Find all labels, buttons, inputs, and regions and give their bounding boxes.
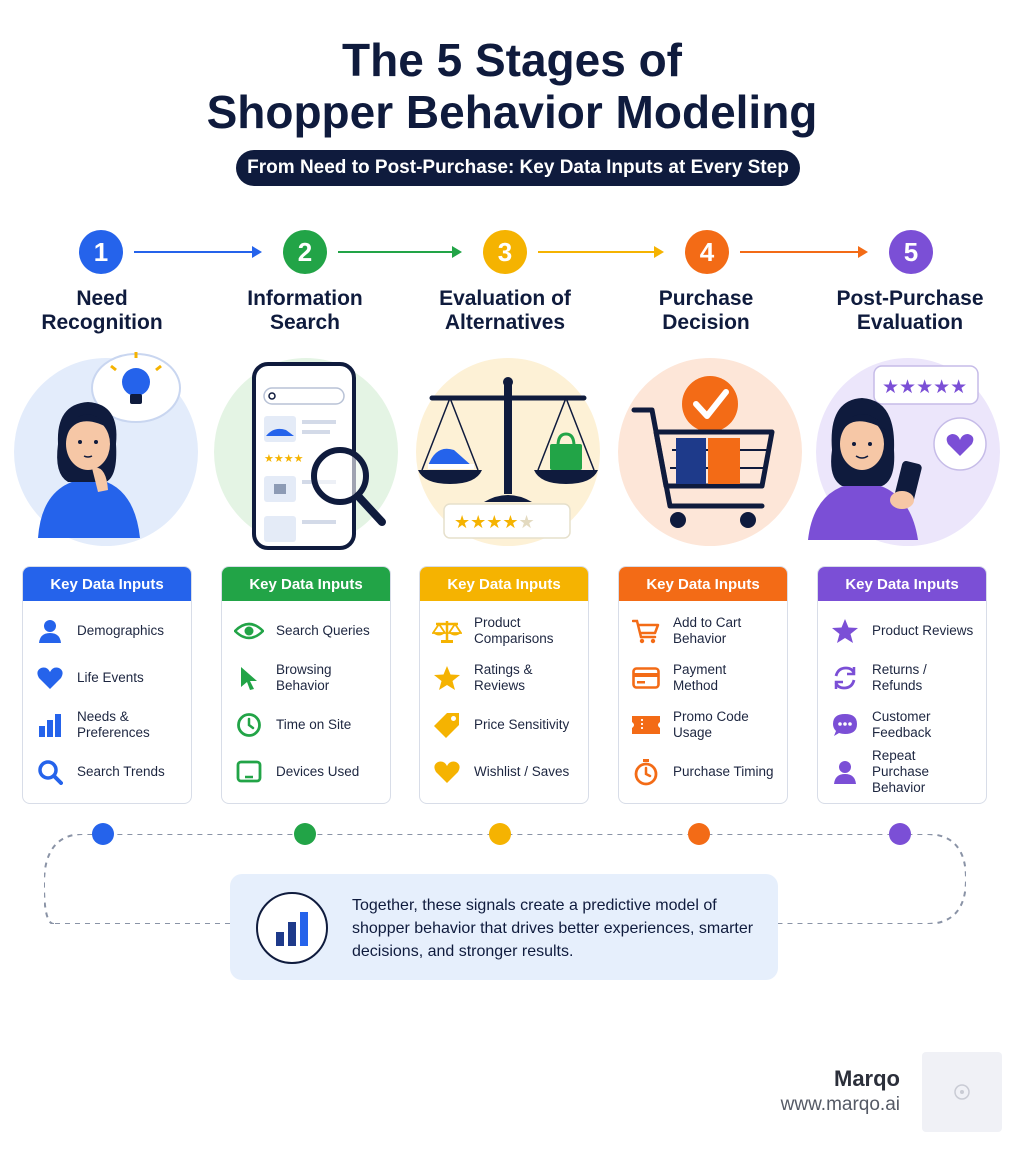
user-icon: [35, 616, 65, 646]
credit-card-icon: [631, 663, 661, 693]
chat-icon: [830, 710, 860, 740]
track-dot-1: [92, 823, 114, 845]
list-item: Time on Site: [234, 701, 378, 748]
list-item: Add to Cart Behavior: [631, 607, 775, 654]
step-number-4: 4: [685, 230, 729, 274]
summary-box: Together, these signals create a predict…: [230, 874, 778, 980]
logo-placeholder: [922, 1052, 1002, 1132]
brand-name: Marqo: [834, 1066, 900, 1091]
stopwatch-icon: [631, 757, 661, 787]
card-evaluation: Key Data Inputs Product Comparisons Rati…: [419, 566, 589, 804]
list-item: Repeat Purchase Behavior: [830, 748, 974, 795]
list-item: Purchase Timing: [631, 748, 775, 795]
brand: Marqo www.marqo.ai: [781, 1066, 900, 1116]
title-line-1: The 5 Stages of: [342, 34, 682, 86]
list-item: Wishlist / Saves: [432, 748, 576, 795]
list-item: Product Reviews: [830, 607, 974, 654]
card-post-purchase: Key Data Inputs Product Reviews Returns …: [817, 566, 987, 804]
star-icon: [830, 616, 860, 646]
illustration-need-recognition: [8, 340, 208, 550]
summary-text: Together, these signals create a predict…: [352, 897, 754, 960]
arrow-3-to-4: [538, 246, 664, 258]
step-number-5: 5: [889, 230, 933, 274]
cart-icon: [631, 616, 661, 646]
brand-url: www.marqo.ai: [780, 1094, 900, 1115]
title-line-2: Shopper Behavior Modeling: [206, 86, 818, 138]
clock-icon: [234, 710, 264, 740]
card-information-search: Key Data Inputs Search Queries Browsing …: [221, 566, 391, 804]
illustration-purchase-decision: [612, 340, 812, 550]
card-title: Key Data Inputs: [222, 567, 390, 601]
heart-icon: [35, 663, 65, 693]
card-title: Key Data Inputs: [619, 567, 787, 601]
illustration-evaluation: ★★★★★: [410, 340, 610, 550]
card-purchase-decision: Key Data Inputs Add to Cart Behavior Pay…: [618, 566, 788, 804]
list-item: Ratings & Reviews: [432, 654, 576, 701]
list-item: Needs & Preferences: [35, 701, 179, 748]
list-item: Devices Used: [234, 748, 378, 795]
list-item: Life Events: [35, 654, 179, 701]
arrow-1-to-2: [134, 246, 262, 258]
list-item: Returns / Refunds: [830, 654, 974, 701]
lightbulb-icon: [110, 352, 162, 404]
list-item: Demographics: [35, 607, 179, 654]
heart-icon: [946, 434, 974, 456]
connector-track: [44, 834, 966, 924]
checkmark-icon: [682, 376, 738, 432]
ticket-icon: [631, 710, 661, 740]
track-dot-5: [889, 823, 911, 845]
step-number-3: 3: [483, 230, 527, 274]
tablet-icon: [234, 757, 264, 787]
list-item: Customer Feedback: [830, 701, 974, 748]
svg-text:★★★★: ★★★★: [264, 452, 304, 465]
step-number-1: 1: [79, 230, 123, 274]
step-number-2: 2: [283, 230, 327, 274]
star-icon: [432, 663, 462, 693]
track-dot-2: [294, 823, 316, 845]
scale-icon: [432, 616, 462, 646]
svg-text:★★★★★: ★★★★★: [882, 376, 967, 398]
illustration-information-search: ★★★★: [208, 340, 408, 550]
card-title: Key Data Inputs: [23, 567, 191, 601]
list-item: Browsing Behavior: [234, 654, 378, 701]
card-need-recognition: Key Data Inputs Demographics Life Events…: [22, 566, 192, 804]
refresh-icon: [830, 663, 860, 693]
svg-text:★★★★★: ★★★★★: [454, 512, 535, 533]
list-item: Promo Code Usage: [631, 701, 775, 748]
list-item: Payment Method: [631, 654, 775, 701]
list-item: Search Queries: [234, 607, 378, 654]
subtitle-text: From Need to Post-Purchase: Key Data Inp…: [247, 157, 789, 178]
list-item: Search Trends: [35, 748, 179, 795]
arrow-4-to-5: [740, 246, 868, 258]
bar-chart-icon: [35, 710, 65, 740]
logo-icon: [954, 1084, 970, 1100]
bar-chart-icon: [256, 892, 328, 964]
list-item: Product Comparisons: [432, 607, 576, 654]
heart-icon: [432, 757, 462, 787]
illustration-post-purchase: ★★★★★: [806, 340, 1006, 550]
search-icon: [35, 757, 65, 787]
eye-icon: [234, 616, 264, 646]
subtitle-banner: From Need to Post-Purchase: Key Data Inp…: [236, 150, 800, 186]
arrow-2-to-3: [338, 246, 462, 258]
list-item: Price Sensitivity: [432, 701, 576, 748]
track-dot-3: [489, 823, 511, 845]
card-title: Key Data Inputs: [420, 567, 588, 601]
cursor-icon: [234, 663, 264, 693]
magnifier-icon: [311, 447, 386, 526]
track-dot-4: [688, 823, 710, 845]
user-icon: [830, 757, 860, 787]
scale-icon: [418, 377, 598, 502]
price-tag-icon: [432, 710, 462, 740]
card-title: Key Data Inputs: [818, 567, 986, 601]
